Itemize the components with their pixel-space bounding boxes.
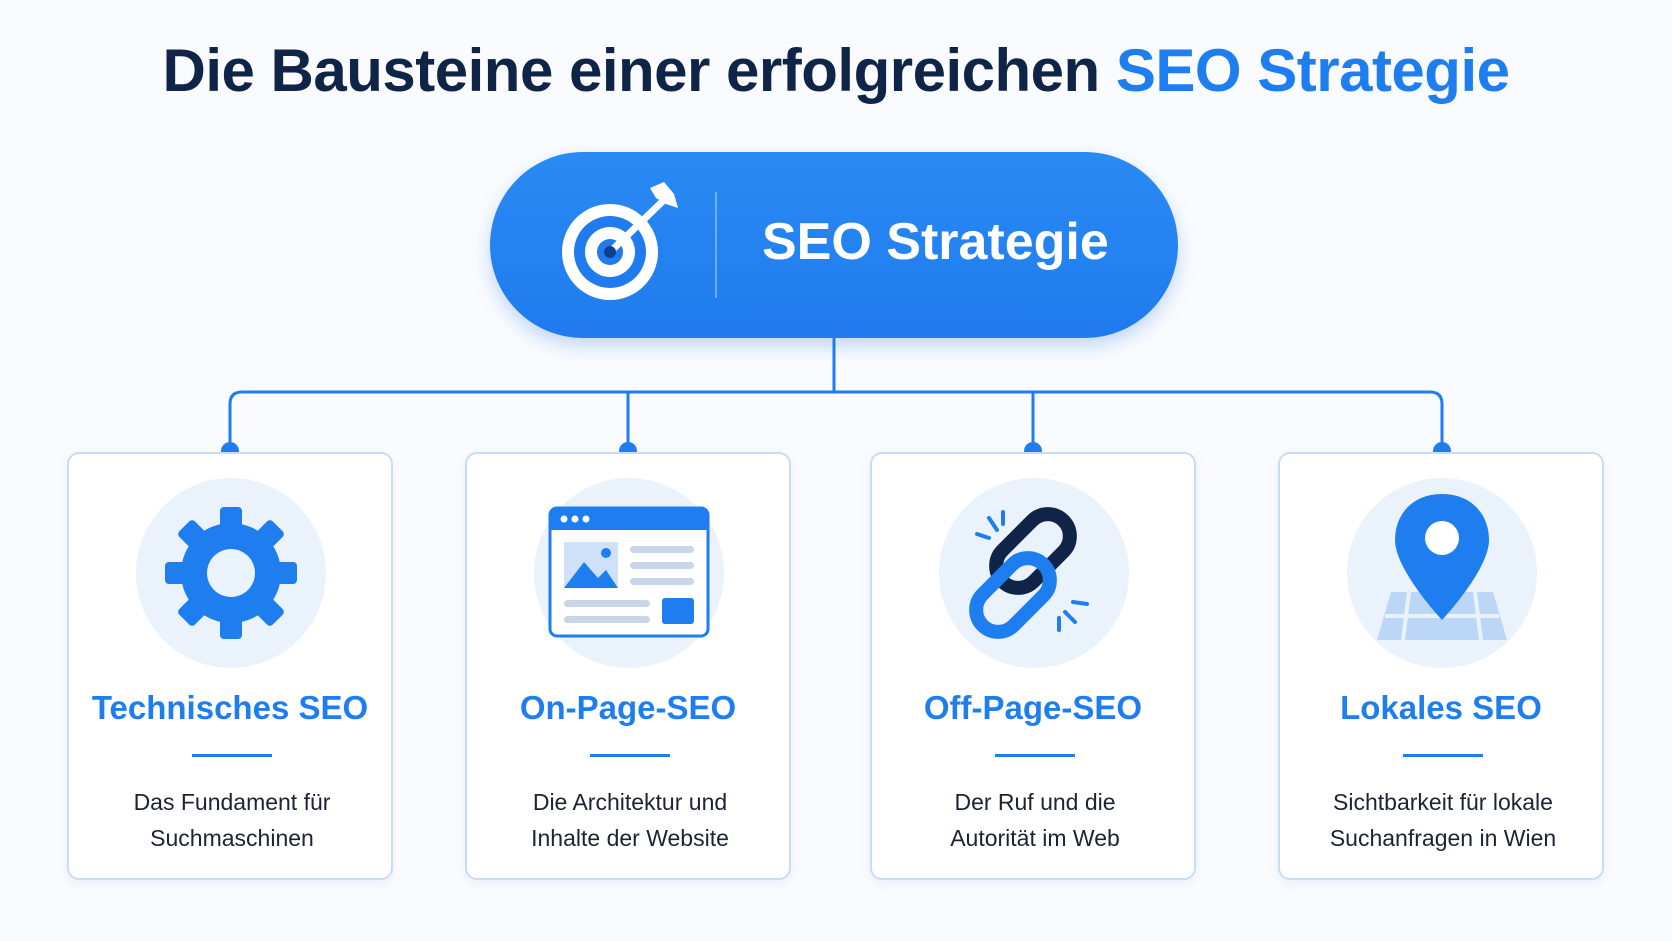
card-title: Off-Page-SEO xyxy=(923,689,1143,726)
card-title: Lokales SEO xyxy=(1340,689,1542,726)
card-description: Sichtbarkeit für lokale Suchanfragen in … xyxy=(1290,784,1596,856)
connector-branch xyxy=(228,390,1444,452)
card-description-line: Autorität im Web xyxy=(950,825,1120,851)
gear-icon xyxy=(165,507,297,639)
link-icon xyxy=(969,507,1089,639)
card-description-line: Suchanfragen in Wien xyxy=(1329,825,1557,851)
root-divider xyxy=(715,192,717,298)
map-pin-icon xyxy=(1377,494,1507,641)
card-technisches-seo: Technisches SEO Das Fundament für Suchma… xyxy=(67,452,393,880)
card-divider xyxy=(590,754,670,757)
root-label: SEO Strategie xyxy=(762,213,1109,271)
card-description-line: Sichtbarkeit für lokale xyxy=(1333,789,1553,815)
card-description-line: Suchmaschinen xyxy=(150,825,314,851)
icon-background xyxy=(939,478,1129,668)
icon-background xyxy=(1347,478,1537,668)
page-title: Die Bausteine einer erfolgreichen SEO St… xyxy=(0,36,1672,105)
card-description-line: Der Ruf und die xyxy=(954,789,1116,815)
card-description: Die Architektur und Inhalte der Website xyxy=(477,784,783,856)
card-divider xyxy=(192,754,272,757)
card-description: Der Ruf und die Autorität im Web xyxy=(882,784,1188,856)
title-prefix: Die Bausteine einer erfolgreichen xyxy=(162,37,1101,104)
card-lokales-seo: Lokales SEO Sichtbarkeit für lokale Such… xyxy=(1278,452,1604,880)
card-off-page-seo: Off-Page-SEO Der Ruf und die Autorität i… xyxy=(870,452,1196,880)
icon-background xyxy=(136,478,326,668)
root-node: SEO Strategie xyxy=(490,152,1178,338)
card-divider xyxy=(995,754,1075,757)
card-description-line: Das Fundament für xyxy=(133,789,331,815)
card-divider xyxy=(1403,754,1483,757)
card-title: On-Page-SEO xyxy=(519,689,737,726)
title-accent: SEO Strategie xyxy=(1115,37,1510,104)
card-title: Technisches SEO xyxy=(91,689,369,726)
card-description: Das Fundament für Suchmaschinen xyxy=(79,784,385,856)
icon-background xyxy=(534,478,724,668)
card-description-line: Die Architektur und xyxy=(532,789,728,815)
card-on-page-seo: On-Page-SEO Die Architektur und Inhalte … xyxy=(465,452,791,880)
webpage-icon xyxy=(548,506,710,638)
card-description-line: Inhalte der Website xyxy=(531,825,729,851)
target-arrow-icon xyxy=(562,182,678,300)
